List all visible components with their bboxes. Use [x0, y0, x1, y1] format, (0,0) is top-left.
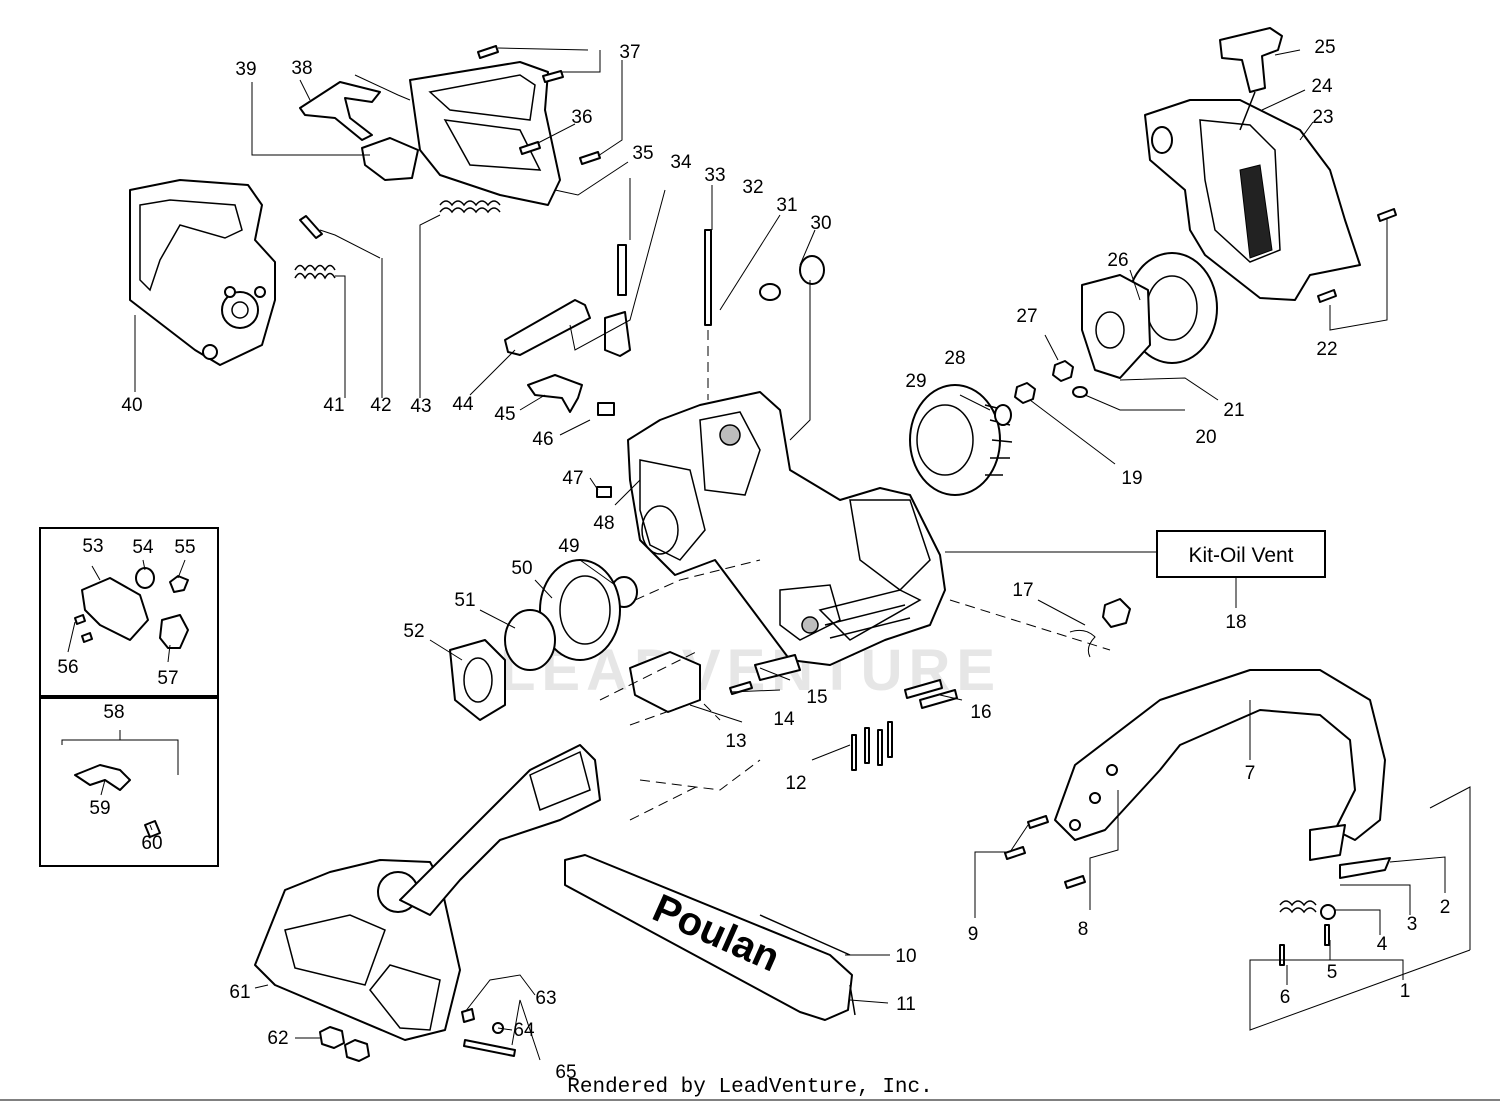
callout-11: 11: [896, 994, 916, 1015]
callout-43: 43: [410, 396, 431, 417]
callout-55: 55: [174, 537, 195, 558]
callout-59: 59: [89, 798, 110, 819]
guide-bar: Poulan: [564, 854, 856, 1021]
callout-13: 13: [725, 731, 746, 752]
callout-41: 41: [323, 395, 344, 416]
callout-1: 1: [1400, 981, 1411, 1002]
footer-credit: Rendered by LeadVenture, Inc.: [567, 1076, 932, 1099]
rear-handle-assembly: [299, 45, 601, 214]
callout-9: 9: [968, 924, 979, 945]
crankcase-assembly: [504, 229, 946, 666]
callout-14: 14: [773, 709, 795, 730]
kit-oil-vent-box: [1156, 530, 1326, 578]
callout-23: 23: [1312, 107, 1333, 128]
callout-15: 15: [806, 687, 827, 708]
chain-brake-parts: [629, 598, 1131, 771]
callout-60: 60: [141, 833, 162, 854]
callout-30: 30: [810, 213, 831, 234]
callout-53: 53: [82, 536, 103, 557]
callout-33: 33: [704, 165, 725, 186]
inset-box-fuel-line: [39, 697, 219, 867]
callout-27: 27: [1016, 306, 1037, 327]
callout-10: 10: [895, 946, 916, 967]
callout-16: 16: [970, 702, 991, 723]
callout-44: 44: [452, 394, 474, 415]
callout-5: 5: [1327, 962, 1338, 983]
callout-2: 2: [1440, 897, 1451, 918]
callout-51: 51: [454, 590, 475, 611]
callout-45: 45: [494, 404, 515, 425]
callout-32: 32: [742, 177, 763, 198]
sprocket-cover: [254, 744, 601, 1062]
callout-49: 49: [558, 536, 579, 557]
callout-26: 26: [1107, 250, 1128, 271]
callout-8: 8: [1078, 919, 1089, 940]
callout-17: 17: [1012, 580, 1033, 601]
callout-58: 58: [103, 702, 124, 723]
callout-52: 52: [403, 621, 424, 642]
callout-42: 42: [370, 395, 391, 416]
callout-64: 64: [513, 1020, 535, 1041]
callout-19: 19: [1121, 468, 1142, 489]
callout-54: 54: [132, 537, 154, 558]
callout-63: 63: [535, 988, 556, 1009]
starter-housing: [1144, 27, 1397, 303]
callout-39: 39: [235, 59, 256, 80]
kit-oil-vent-label: Kit-Oil Vent: [1188, 544, 1293, 567]
callout-29: 29: [905, 371, 926, 392]
callout-61: 61: [229, 982, 250, 1003]
inset-box-carburetor: [39, 527, 219, 697]
callout-35: 35: [632, 143, 653, 164]
callout-7: 7: [1245, 763, 1256, 784]
callout-56: 56: [57, 657, 78, 678]
callout-65: 65: [555, 1062, 576, 1083]
callout-37: 37: [619, 42, 640, 63]
callout-22: 22: [1316, 339, 1337, 360]
callout-12: 12: [785, 773, 806, 794]
callout-46: 46: [532, 429, 553, 450]
callout-24: 24: [1311, 76, 1333, 97]
inset-fuel-line-parts: [61, 730, 179, 838]
callout-34: 34: [670, 152, 692, 173]
callout-20: 20: [1195, 427, 1216, 448]
callout-40: 40: [121, 395, 142, 416]
callout-57: 57: [157, 668, 178, 689]
callout-36: 36: [571, 107, 592, 128]
callout-28: 28: [944, 348, 965, 369]
callout-6: 6: [1280, 987, 1291, 1008]
callout-31: 31: [776, 195, 797, 216]
inset-carburetor-parts: [74, 567, 189, 649]
front-handle-assembly: [1004, 669, 1391, 966]
callout-3: 3: [1407, 914, 1418, 935]
callout-25: 25: [1314, 37, 1335, 58]
callout-47: 47: [562, 468, 583, 489]
callout-62: 62: [267, 1028, 288, 1049]
flywheel-assembly: [909, 252, 1218, 496]
callout-50: 50: [511, 558, 532, 579]
handle-housing-40: [129, 179, 336, 366]
callout-21: 21: [1223, 400, 1244, 421]
clutch-drum-assembly: [449, 559, 638, 721]
leader-lines: [67, 47, 1471, 1061]
callout-48: 48: [593, 513, 614, 534]
callout-38: 38: [291, 58, 312, 79]
callout-4: 4: [1377, 934, 1388, 955]
callout-18: 18: [1225, 612, 1246, 633]
callout-labels: 1 2 3 4 5 6 7 8 9 10 11 12 13 14 15 16 1…: [57, 37, 1450, 1083]
